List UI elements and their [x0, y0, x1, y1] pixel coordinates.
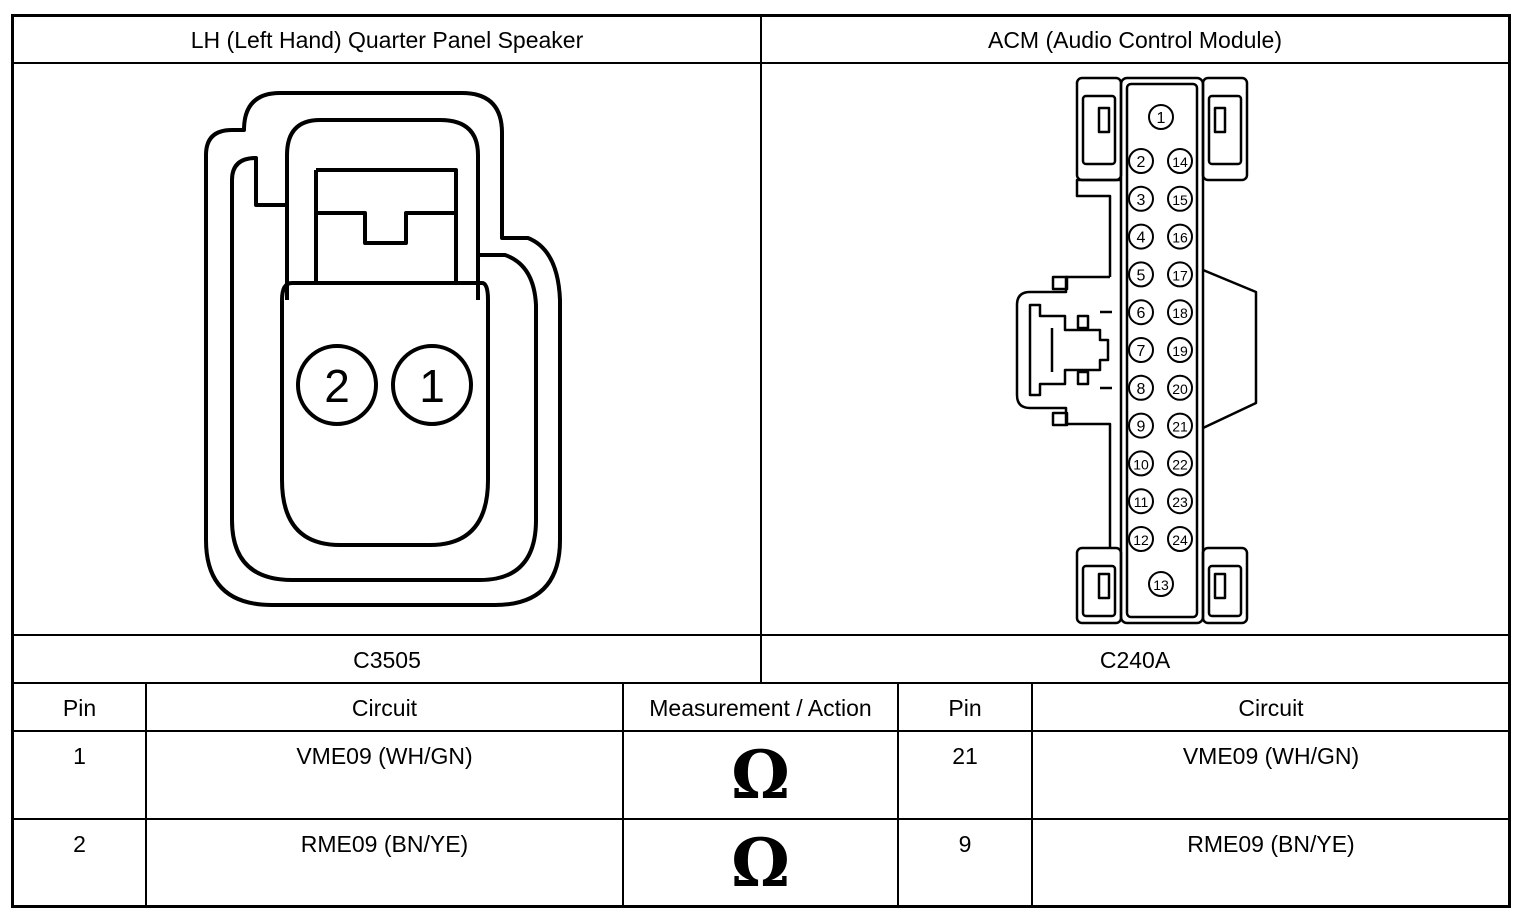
- header-pin-b: Pin: [948, 695, 982, 721]
- acm-pin-18: 18: [1172, 305, 1188, 321]
- acm-pin-3: 3: [1137, 192, 1146, 209]
- acm-pin-21: 21: [1172, 419, 1188, 435]
- acm-pin-6: 6: [1137, 305, 1146, 322]
- acm-pin-circle: [1128, 261, 1154, 288]
- acm-pin-5: 5: [1137, 267, 1146, 284]
- acm-pin-circle: [1128, 223, 1154, 250]
- acm-pin-circle: [1128, 374, 1154, 401]
- acm-pin-circle: [1128, 488, 1154, 515]
- acm-pin-22: 22: [1172, 456, 1188, 472]
- acm-pin-circle: [1167, 526, 1193, 552]
- acm-pin-10: 10: [1133, 456, 1149, 472]
- header-circuit-a: Circuit: [351, 695, 418, 721]
- header-measurement: Measurement / Action: [649, 695, 872, 721]
- acm-pin-20: 20: [1172, 381, 1188, 397]
- acm-pin-14: 14: [1172, 154, 1188, 170]
- acm-pin-circle: [1128, 526, 1154, 552]
- left-connector-id: C3505: [353, 647, 421, 673]
- right-connector-id: C240A: [1099, 647, 1171, 673]
- acm-pin-circle: [1167, 450, 1193, 477]
- row1-pin-b: 21: [952, 743, 978, 769]
- acm-pin-15: 15: [1172, 192, 1188, 208]
- grid-line: [12, 682, 1510, 684]
- row2-circuit-a: RME09 (BN/YE): [300, 831, 469, 857]
- acm-pin-17: 17: [1172, 267, 1188, 283]
- speaker-pin-2: 2: [324, 360, 350, 412]
- acm-pin-12: 12: [1133, 532, 1149, 548]
- acm-pin-circle: [1128, 450, 1154, 477]
- acm-pin-circle: [1167, 299, 1193, 326]
- acm-pin-circle: [1148, 571, 1174, 597]
- grid-line: [145, 683, 147, 908]
- acm-pin-circle: [1128, 299, 1154, 326]
- acm-pin-circle: [1128, 412, 1154, 439]
- acm-pin-circle: [1167, 148, 1193, 174]
- header-circuit-b: Circuit: [1238, 695, 1304, 721]
- row1-circuit-b: VME09 (WH/GN): [1182, 743, 1360, 769]
- acm-pin-9: 9: [1137, 419, 1146, 436]
- acm-pin-11: 11: [1134, 494, 1149, 510]
- row1-pin-a: 1: [73, 743, 86, 769]
- acm-pin-2: 2: [1137, 154, 1146, 171]
- acm-pin-13: 13: [1153, 577, 1169, 593]
- grid-line: [12, 818, 1510, 820]
- acm-pin-23: 23: [1172, 494, 1188, 510]
- acm-pin-24: 24: [1172, 532, 1188, 548]
- grid-line: [1031, 683, 1033, 908]
- acm-pin-16: 16: [1172, 230, 1188, 246]
- row2-pin-a: 2: [73, 831, 86, 857]
- acm-pin-circle: [1128, 337, 1154, 363]
- acm-pin-7: 7: [1137, 343, 1146, 360]
- header-pin-a: Pin: [62, 695, 97, 721]
- grid-line: [897, 683, 899, 908]
- acm-pin-1: 1: [1157, 110, 1166, 127]
- acm-pin-4: 4: [1137, 230, 1146, 247]
- acm-pin-circle: [1167, 412, 1193, 439]
- left-connector-title: LH (Left Hand) Quarter Panel Speaker: [190, 27, 584, 53]
- grid-line: [12, 730, 1510, 732]
- acm-pin-circle: [1128, 185, 1154, 212]
- acm-pin-circle: [1167, 223, 1193, 250]
- right-connector-title: ACM (Audio Control Module): [987, 27, 1282, 53]
- row2-circuit-b: RME09 (BN/YE): [1187, 831, 1355, 857]
- row1-ohm-symbol: Ω: [731, 736, 790, 814]
- acm-pin-circle: [1167, 261, 1193, 288]
- acm-pin-circle: [1167, 185, 1193, 212]
- acm-pin-circle: [1167, 374, 1193, 401]
- row2-ohm-symbol: Ω: [731, 824, 790, 902]
- acm-pin-circle: [1167, 337, 1193, 363]
- acm-pin-circle: [1167, 488, 1193, 515]
- grid-line: [622, 683, 624, 908]
- row2-pin-b: 9: [958, 831, 972, 857]
- row1-circuit-a: VME09 (WH/GN): [296, 743, 473, 769]
- acm-pin-19: 19: [1172, 343, 1188, 359]
- speaker-connector-drawing: 2 1: [204, 91, 562, 607]
- grid-line: [760, 14, 762, 683]
- acm-pin-circle: [1148, 104, 1174, 130]
- speaker-pin-1: 1: [419, 360, 445, 412]
- acm-pin-8: 8: [1137, 381, 1146, 398]
- acm-pin-circle: [1128, 148, 1154, 174]
